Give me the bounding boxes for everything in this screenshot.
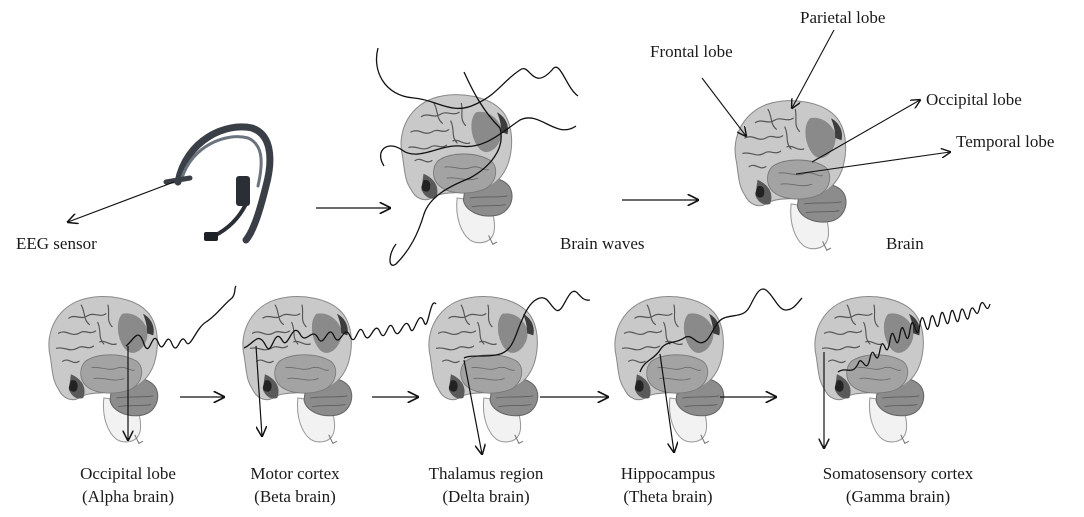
eeg-sensor-pointer-arrow — [68, 182, 174, 222]
frontal-lobe-label: Frontal lobe — [650, 42, 733, 62]
temporal-lobe-label: Temporal lobe — [956, 132, 1054, 152]
alpha-wave-label: (Alpha brain) — [80, 485, 176, 508]
alpha-region-label: Occipital lobe — [80, 462, 176, 485]
delta-wave-label: (Delta brain) — [429, 485, 544, 508]
brain-waves-label: Brain waves — [560, 234, 645, 254]
beta-wave-label: (Beta brain) — [250, 485, 339, 508]
theta-wave-label: (Theta brain) — [621, 485, 715, 508]
parietal-lobe-arrow — [792, 30, 834, 108]
gamma-wave-label: (Gamma brain) — [823, 485, 974, 508]
eeg-headset-image — [166, 127, 270, 241]
theta-region-label: Hippocampus — [621, 462, 715, 485]
eeg-sensor-label: EEG sensor — [16, 234, 97, 254]
beta-caption: Motor cortex (Beta brain) — [250, 462, 339, 508]
parietal-lobe-label: Parietal lobe — [800, 8, 885, 28]
beta-region-label: Motor cortex — [250, 462, 339, 485]
frontal-lobe-arrow — [702, 78, 746, 136]
delta-region-label: Thalamus region — [429, 462, 544, 485]
labelled-brain-image — [735, 101, 846, 251]
gamma-brain-image — [815, 297, 924, 444]
alpha-caption: Occipital lobe (Alpha brain) — [80, 462, 176, 508]
delta-caption: Thalamus region (Delta brain) — [429, 462, 544, 508]
delta-brain-image — [429, 297, 538, 444]
brain-waves-image — [401, 95, 512, 245]
gamma-region-label: Somatosensory cortex — [823, 462, 974, 485]
gamma-caption: Somatosensory cortex (Gamma brain) — [823, 462, 974, 508]
alpha-brain-image — [49, 297, 158, 444]
occipital-lobe-label: Occipital lobe — [926, 90, 1022, 110]
brain-label: Brain — [886, 234, 924, 254]
theta-caption: Hippocampus (Theta brain) — [621, 462, 715, 508]
beta-brain-image — [243, 297, 352, 444]
